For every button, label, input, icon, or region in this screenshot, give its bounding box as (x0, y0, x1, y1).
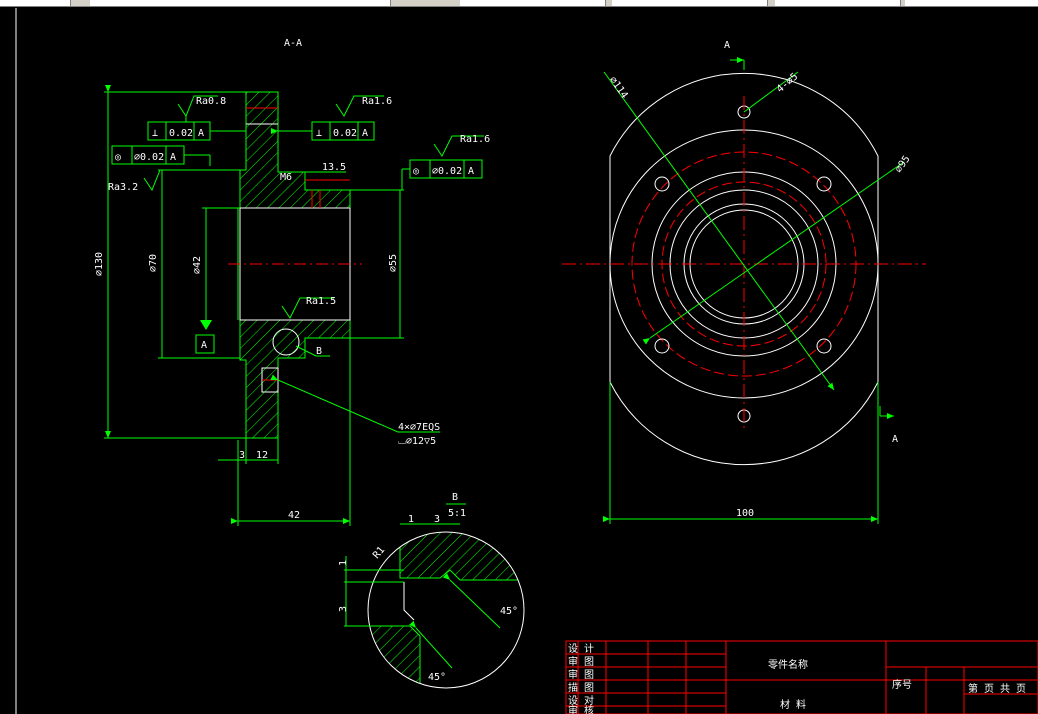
counterbore-note-label: ⌴⌀12▽5 (398, 436, 436, 447)
title-block-frame (565, 640, 1038, 714)
bolt-hole-ll (654, 338, 670, 354)
detail-b-callout: B (316, 346, 322, 357)
tolerance-conc-1: ◎ ⌀0.02 A (111, 145, 211, 166)
detail-scale: 5:1 (448, 508, 466, 519)
svg-text:⌀0.02: ⌀0.02 (134, 152, 164, 163)
detail-angle-2: 45° (428, 672, 446, 683)
detail-circle (367, 531, 525, 689)
dim-130-label: ⌀130 (94, 252, 105, 276)
detail-dim-3: 3 (434, 514, 440, 525)
svg-text:A: A (468, 166, 474, 177)
bolt-hole-ur (816, 176, 832, 192)
title-block: 设 计 审 图 审 图 描 图 设 对 审 核 零件名称 材 料 序号 第 页 … (565, 640, 1038, 714)
dim-42-bottom-label: 42 (288, 510, 300, 521)
tb-part-name: 零件名称 (768, 658, 808, 671)
tb-material: 材 料 (780, 698, 806, 711)
linetype-dropdown[interactable] (612, 0, 768, 6)
dim-12-label: 12 (256, 450, 268, 461)
detail-angle-leader-1 (442, 572, 501, 629)
cad-toolbar-strip (0, 0, 1038, 7)
detail-dim-1: 1 (408, 514, 414, 525)
roughness-ra08: Ra0.8 (177, 95, 226, 122)
hatched-upper-flange (239, 91, 351, 439)
svg-text:A: A (170, 152, 176, 163)
tb-row-4: 设 对 (568, 694, 594, 707)
dim-3-label: 3 (239, 450, 245, 461)
tb-row-5: 审 核 (568, 704, 594, 714)
svg-text:◎: ◎ (115, 152, 121, 163)
roughness-ra32: Ra3.2 (108, 169, 238, 193)
svg-text:A: A (198, 128, 204, 139)
dim-holes-leader (743, 71, 799, 113)
dim-95-label: ⌀95 (893, 154, 912, 175)
toolbar-icons[interactable] (0, 0, 71, 6)
dim-114-label: ⌀114 (607, 75, 630, 101)
detail-angle-1: 45° (500, 606, 518, 617)
dim-95-leader (642, 161, 905, 345)
detail-dim-r1: R1 (371, 545, 387, 561)
view-label-a-top: A (724, 40, 730, 51)
svg-text:Ra3.2: Ra3.2 (108, 182, 138, 193)
svg-text:⊥: ⊥ (152, 128, 158, 139)
detail-dim-1b: 1 (338, 560, 349, 566)
svg-text:Ra1.6: Ra1.6 (362, 96, 392, 107)
roughness-ra16-right: Ra1.6 (433, 134, 490, 157)
bolt-hole-lr (816, 338, 832, 354)
roughness-ra15: Ra1.5 (281, 296, 336, 319)
hole-note-label: 4×⌀7EQS (398, 422, 440, 433)
detail-angle-leader-2 (409, 620, 453, 669)
tolerance-conc-2: ◎ ⌀0.02 A (350, 159, 483, 191)
tb-row-3: 描 图 (568, 681, 594, 694)
view-label-a-bottom: A (892, 434, 898, 445)
datum-triangle (200, 320, 212, 330)
bolt-hole-ul (654, 176, 670, 192)
dim-55-label: ⌀55 (388, 254, 399, 272)
tb-row-2: 审 图 (568, 668, 594, 681)
thread-m6-label: M6 (280, 172, 292, 183)
dim-70-label: ⌀70 (148, 254, 159, 272)
color-dropdown[interactable] (460, 0, 606, 6)
detail-b-leader (295, 345, 317, 357)
tb-seq-no: 序号 (892, 678, 912, 691)
svg-text:⌀0.02: ⌀0.02 (432, 166, 462, 177)
svg-text:◎: ◎ (413, 166, 419, 177)
svg-text:⊥: ⊥ (316, 128, 322, 139)
detail-b-title: B (452, 492, 458, 503)
svg-text:Ra1.5: Ra1.5 (306, 296, 336, 307)
detail-view-b: B 5:1 1 3 1 3 R1 45° 45° (338, 492, 525, 689)
tolerance-perp-1: ⊥ 0.02 A (147, 121, 246, 141)
lineweight-dropdown[interactable] (775, 0, 901, 6)
cad-drawing-canvas[interactable]: A-A ⌀130 ⌀70 ⌀42 (0, 6, 1038, 714)
datum-box-a (195, 334, 215, 354)
layer-dropdown[interactable] (90, 0, 391, 6)
svg-text:A: A (362, 128, 368, 139)
plotstyle-dropdown[interactable] (905, 0, 1038, 6)
hole-note-leader (270, 374, 399, 433)
tb-sheet-text: 第 页 共 页 (968, 682, 1026, 695)
dim-42-label: ⌀42 (192, 256, 203, 274)
svg-text:0.02: 0.02 (333, 128, 357, 139)
dim-13-5-label: 13.5 (322, 162, 346, 173)
svg-text:0.02: 0.02 (169, 128, 193, 139)
detail-dim-3b: 3 (338, 606, 349, 612)
datum-a-label: A (201, 340, 207, 351)
front-view: ⌀114 ⌀95 4-⌀5 A A 100 (562, 40, 926, 524)
relief-groove-circle (272, 328, 300, 356)
dim-100-label: 100 (736, 508, 754, 519)
tb-row-1: 审 图 (568, 655, 594, 668)
tolerance-perp-2: ⊥ 0.02 A (271, 121, 375, 141)
roughness-ra16-top: Ra1.6 (335, 95, 392, 117)
dim-114-leader (603, 71, 835, 391)
section-view-a-a: A-A ⌀130 ⌀70 ⌀42 (94, 38, 490, 526)
section-title: A-A (284, 38, 302, 49)
svg-text:Ra1.6: Ra1.6 (460, 134, 490, 145)
svg-text:Ra0.8: Ra0.8 (196, 96, 226, 107)
tb-row-0: 设 计 (568, 642, 594, 655)
